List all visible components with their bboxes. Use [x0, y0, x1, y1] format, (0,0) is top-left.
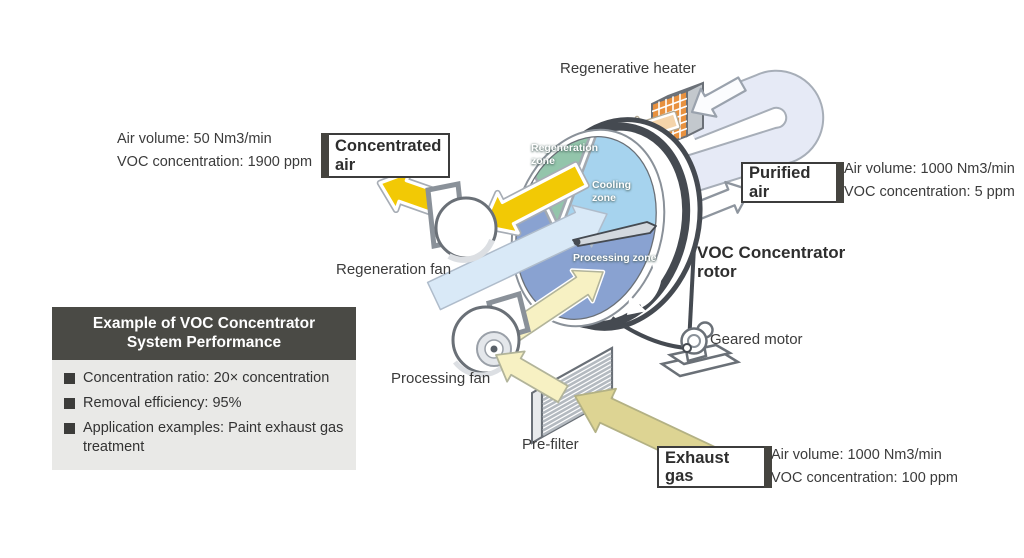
- concentrated-air-box-label: Concentrated air: [335, 137, 442, 174]
- rotor-title-line1: VOC Concentrator: [697, 243, 846, 262]
- concentrated-voc-concentration: VOC concentration: 1900 ppm: [117, 154, 313, 170]
- rotor-title: VOC Concentrator rotor: [697, 243, 845, 281]
- cooling-zone-label: Cooling zone: [592, 179, 632, 205]
- concentrated-air-arrow-inner: [479, 161, 590, 237]
- pre-filter-label: Pre-filter: [522, 436, 579, 453]
- purified-air-box-label: Purified air: [749, 164, 811, 201]
- performance-item: Removal efficiency: 95%: [62, 394, 346, 413]
- concentrated-air-box: Concentrated air: [321, 133, 450, 178]
- regeneration-zone-sector: [509, 119, 602, 228]
- duct-flow-arrow: [690, 76, 747, 118]
- square-bullet-icon: [64, 372, 75, 384]
- exhaust-voc-concentration: VOC concentration: 100 ppm: [771, 470, 958, 486]
- purified-air-stats: Air volume: 1000 Nm3/min VOC concentrati…: [844, 158, 1015, 204]
- performance-item: Concentration ratio: 20× concentration: [62, 369, 346, 388]
- exhaust-gas-stats: Air volume: 1000 Nm3/min VOC concentrati…: [771, 444, 958, 490]
- rotor-rotation-arrow: [627, 259, 662, 315]
- performance-item-text: Application examples: Paint exhaust gas …: [83, 420, 344, 456]
- regeneration-fan-icon: [425, 181, 498, 263]
- regeneration-zone-label: Regeneration zone: [531, 142, 599, 168]
- purified-air-box-accent: [836, 162, 844, 203]
- regeneration-fan-label: Regeneration fan: [336, 261, 452, 278]
- rotor-stand: [610, 246, 696, 350]
- filtered-air-arrow: [495, 350, 569, 404]
- performance-item-text: Concentration ratio: 20× concentration: [83, 369, 330, 386]
- purified-voc-concentration: VOC concentration: 5 ppm: [844, 184, 1015, 200]
- regeneration-duct-pipe: [614, 69, 825, 215]
- square-bullet-icon: [64, 423, 75, 434]
- regenerative-heater-label: Regenerative heater: [560, 60, 696, 77]
- processing-zone-label: Processing zone: [573, 252, 657, 264]
- performance-item: Application examples: Paint exhaust gas …: [62, 419, 346, 457]
- rotor-seal-pointer: [572, 221, 657, 247]
- processing-fan-label: Processing fan: [391, 370, 491, 387]
- concentrated-air-volume: Air volume: 50 Nm3/min: [117, 131, 272, 147]
- purified-air-box: Purified air: [741, 162, 844, 203]
- performance-item-text: Removal efficiency: 95%: [83, 394, 242, 411]
- geared-motor-icon: [658, 321, 742, 378]
- performance-box-body: Concentration ratio: 20× concentration R…: [52, 359, 356, 471]
- purified-air-volume: Air volume: 1000 Nm3/min: [844, 161, 1015, 177]
- performance-box-title: Example of VOC Concentrator System Perfo…: [52, 307, 356, 360]
- performance-example-box: Example of VOC Concentrator System Perfo…: [52, 307, 356, 471]
- exhaust-gas-box-label: Exhaust gas: [665, 448, 730, 485]
- square-bullet-icon: [64, 397, 75, 409]
- geared-motor-label: Geared motor: [710, 331, 803, 348]
- rotor-title-line2: rotor: [697, 262, 737, 281]
- concentrated-air-box-accent: [321, 133, 329, 178]
- exhaust-gas-box: Exhaust gas: [657, 446, 772, 488]
- exhaust-air-volume: Air volume: 1000 Nm3/min: [771, 447, 942, 463]
- concentrated-air-stats: Air volume: 50 Nm3/min VOC concentration…: [117, 128, 312, 174]
- exhaust-gas-box-accent: [764, 446, 772, 488]
- concentrated-air-arrow-outer: [376, 168, 444, 217]
